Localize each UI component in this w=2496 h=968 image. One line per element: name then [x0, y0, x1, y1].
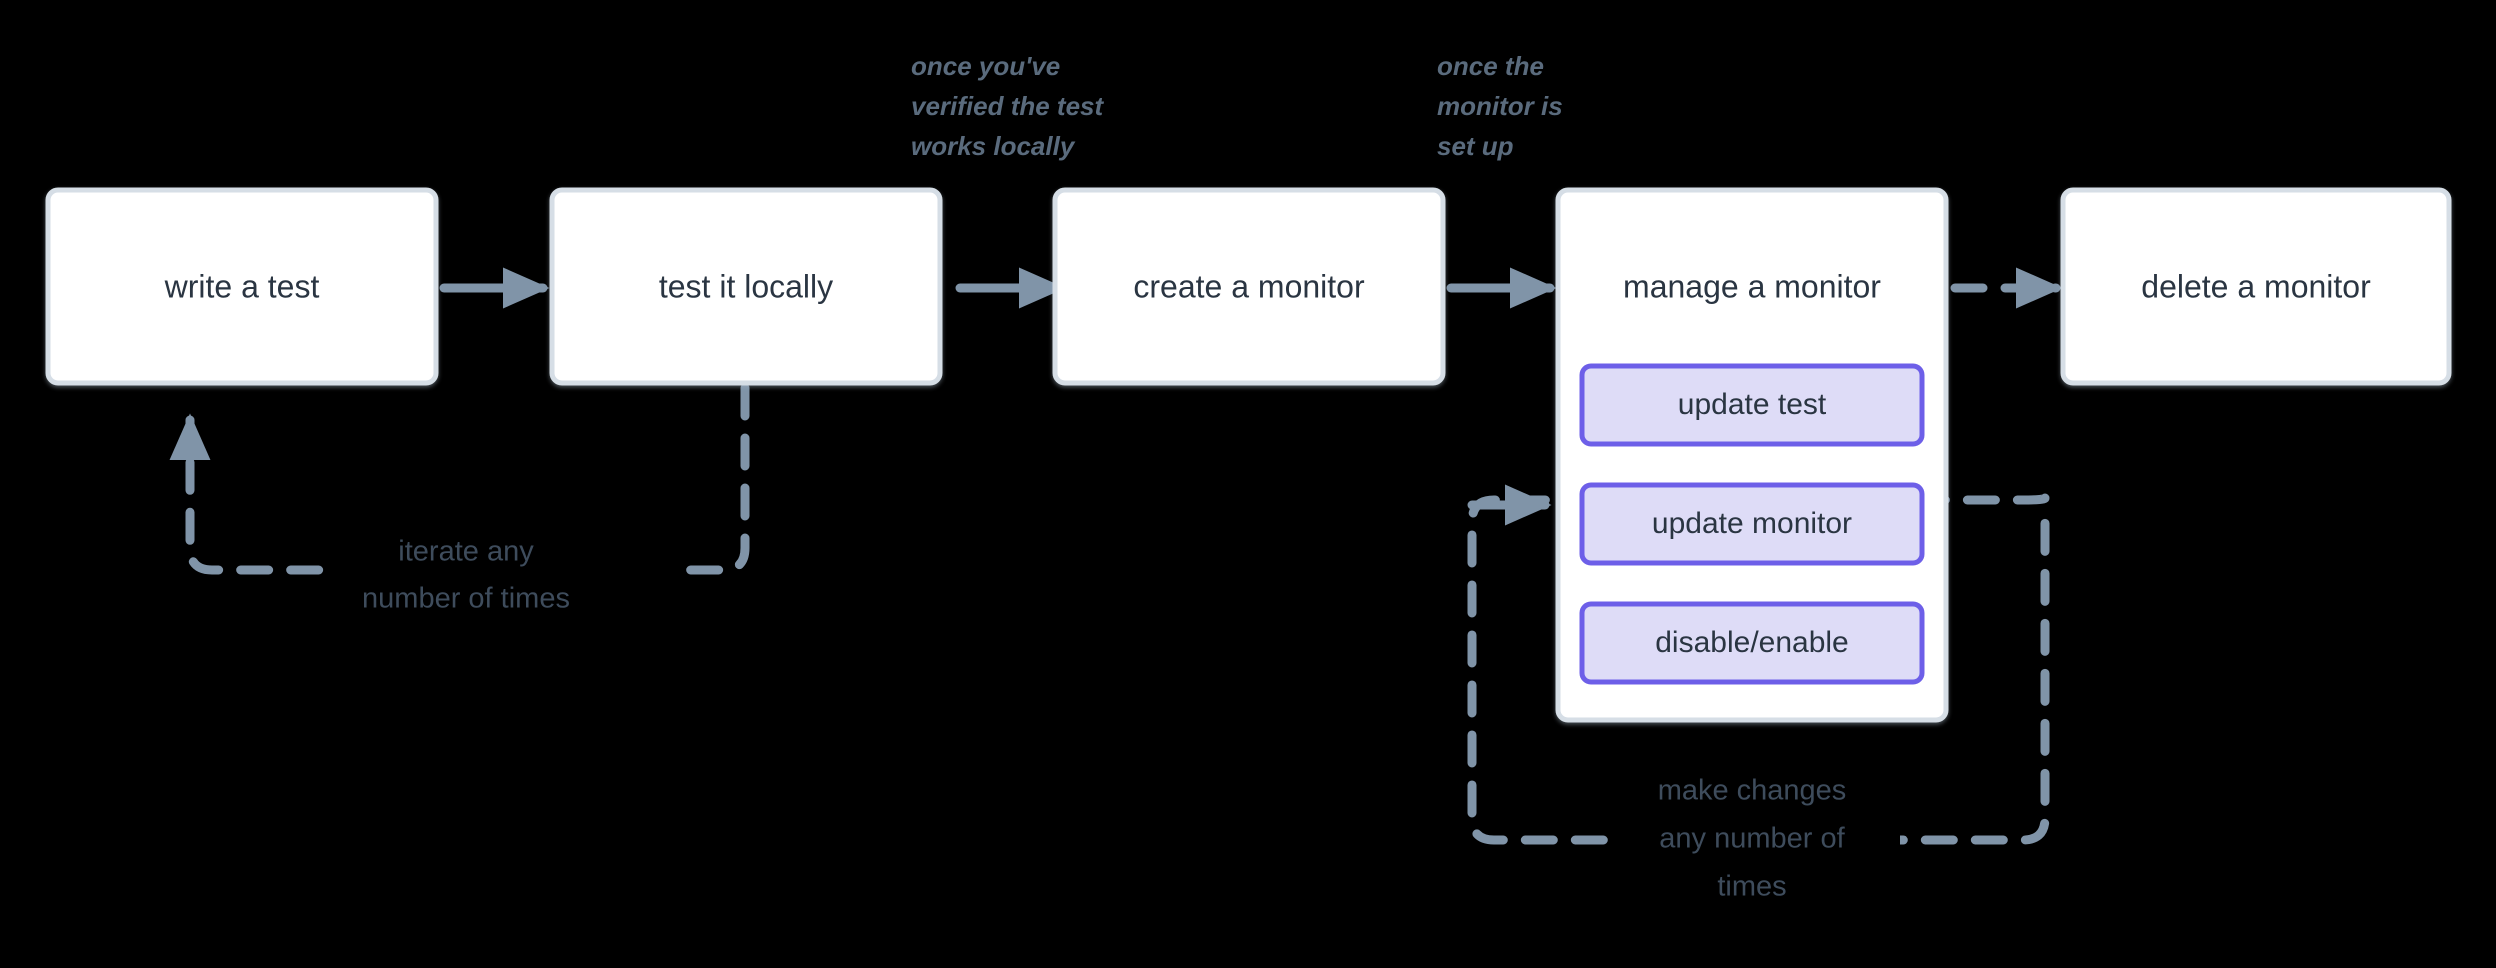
note-make-changes-line-1: make changes: [1658, 775, 1847, 807]
sub-node-disable-enable-label: disable/enable: [1655, 626, 1849, 659]
note-make-changes-line-2: any number of: [1659, 823, 1845, 855]
node-delete-a-monitor[interactable]: delete a monitor: [2060, 187, 2452, 386]
note-make-changes: make changes any number of times: [1610, 770, 1900, 903]
note-make-changes-line-3: times: [1717, 871, 1786, 903]
sub-node-disable-enable-box: [1579, 601, 1925, 685]
node-manage-a-monitor-box: [1555, 187, 1949, 723]
note-verified-locally-line-1: once you've: [911, 51, 1060, 81]
node-create-a-monitor-box: [1052, 187, 1446, 386]
note-iterate: iterate any number of times: [330, 527, 680, 617]
node-test-it-locally[interactable]: test it locally: [549, 187, 943, 386]
node-test-it-locally-label: test it locally: [659, 268, 833, 304]
node-create-a-monitor-label: create a monitor: [1133, 268, 1365, 304]
node-write-a-test-box: [45, 187, 439, 386]
note-monitor-set-up: once the monitor is set up: [1437, 51, 1563, 161]
note-verified-locally-line-3: works locally: [911, 131, 1076, 161]
connector-make-changes-loop: [1467, 493, 2050, 845]
note-monitor-set-up-line-1: once the: [1437, 51, 1544, 81]
node-delete-a-monitor-label: delete a monitor: [2141, 268, 2371, 304]
sub-node-update-test[interactable]: update test: [1579, 363, 1925, 447]
sub-node-update-monitor-box: [1579, 482, 1925, 566]
node-manage-a-monitor-label: manage a monitor: [1623, 268, 1881, 304]
note-verified-locally-line-2: verified the test: [911, 91, 1105, 121]
sub-node-update-test-box: [1579, 363, 1925, 447]
node-manage-a-monitor[interactable]: manage a monitor update test update moni…: [1555, 187, 1949, 723]
note-iterate-line-2: number of times: [362, 583, 570, 615]
sub-node-update-monitor-label: update monitor: [1652, 507, 1852, 540]
sub-node-update-monitor[interactable]: update monitor: [1579, 482, 1925, 566]
sub-node-update-test-label: update test: [1678, 388, 1827, 421]
node-create-a-monitor[interactable]: create a monitor: [1052, 187, 1446, 386]
sub-node-disable-enable[interactable]: disable/enable: [1579, 601, 1925, 685]
note-monitor-set-up-line-2: monitor is: [1437, 91, 1563, 121]
note-monitor-set-up-line-3: set up: [1437, 131, 1514, 161]
node-test-it-locally-box: [549, 187, 943, 386]
node-write-a-test-label: write a test: [164, 268, 320, 304]
note-iterate-line-1: iterate any: [398, 536, 534, 568]
node-write-a-test[interactable]: write a test: [45, 187, 439, 386]
node-delete-a-monitor-box: [2060, 187, 2452, 386]
note-verified-locally: once you've verified the test works loca…: [911, 51, 1105, 161]
